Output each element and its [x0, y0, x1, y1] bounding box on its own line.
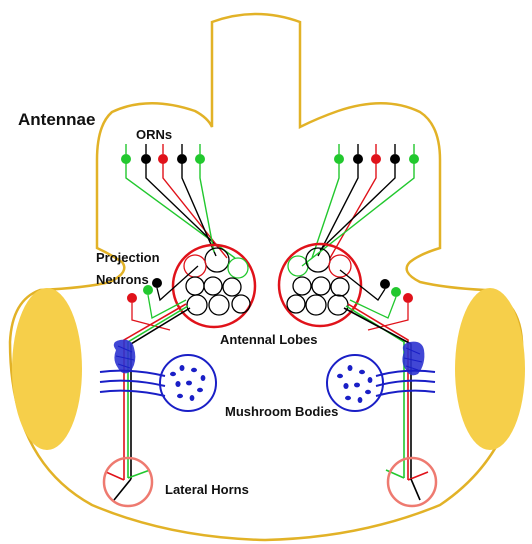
label-antennae: Antennae	[18, 110, 95, 129]
left-orn-axons	[126, 160, 235, 258]
left-compound-eye	[12, 288, 82, 450]
label-lateral-horns: Lateral Horns	[165, 482, 249, 497]
left-orn-soma	[121, 154, 131, 164]
right-pn-tract	[344, 304, 428, 500]
right-glomerulus	[312, 277, 330, 295]
label-projection: Projection	[96, 250, 160, 265]
left-orn-soma	[158, 154, 168, 164]
right-glomerulus	[293, 277, 311, 295]
left-glomerulus-black	[205, 248, 229, 272]
label-mushroom-bodies: Mushroom Bodies	[225, 404, 338, 419]
left-orns	[121, 144, 205, 164]
left-glomerulus	[187, 295, 207, 315]
right-compound-eye	[455, 288, 525, 450]
left-antennal-lobe	[173, 245, 255, 327]
label-antennal-lobes: Antennal Lobes	[220, 332, 318, 347]
right-kenyon-cells	[337, 365, 372, 403]
left-glomerulus	[232, 295, 250, 313]
right-glomerulus-red	[329, 255, 351, 277]
right-orn-axon	[318, 160, 358, 256]
right-orns	[334, 144, 419, 164]
left-kenyon-cells	[170, 365, 205, 401]
right-mushroom-body	[327, 355, 383, 411]
left-glomerulus	[186, 277, 204, 295]
right-orn-axon	[330, 160, 376, 258]
right-hemisphere	[279, 144, 436, 506]
left-glomerulus	[204, 277, 222, 295]
left-glomerulus-red	[184, 255, 206, 277]
left-orn-soma	[141, 154, 151, 164]
left-glomerulus	[209, 295, 229, 315]
left-orn-axon	[126, 160, 235, 258]
left-mushroom-body-lobes	[100, 371, 165, 396]
right-glomerulus	[306, 295, 326, 315]
left-hemisphere	[100, 144, 255, 506]
right-glomerulus	[287, 295, 305, 313]
head-outline	[10, 14, 522, 540]
left-glomerulus	[223, 278, 241, 296]
left-glomerulus-green	[228, 258, 248, 278]
label-neurons: Neurons	[96, 272, 149, 287]
label-orns: ORNs	[136, 127, 172, 142]
right-glomerulus	[328, 295, 348, 315]
right-mushroom-body-lobes	[376, 371, 435, 396]
right-glomerulus-green	[288, 256, 308, 276]
left-orn-soma	[195, 154, 205, 164]
right-glomerulus	[331, 278, 349, 296]
left-orn-soma	[177, 154, 187, 164]
right-orn-axons	[302, 160, 414, 266]
